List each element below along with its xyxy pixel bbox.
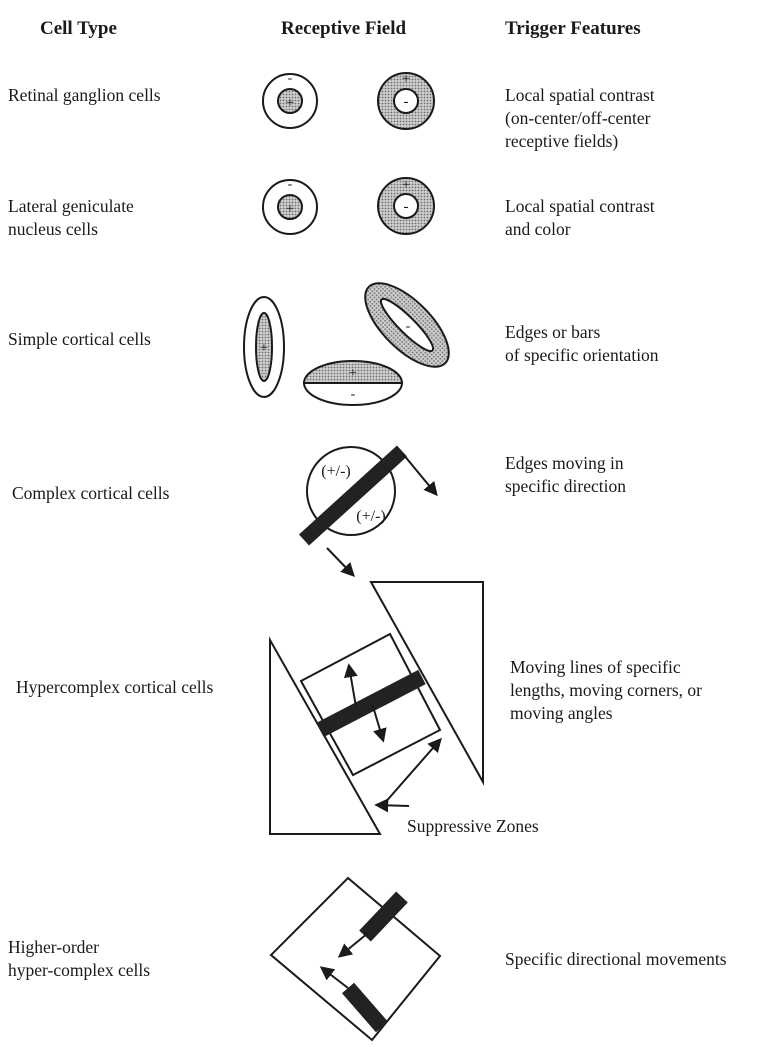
simple-horizontal-plus-sign: +: [349, 366, 357, 381]
lgn-on-surround-sign: -: [288, 177, 293, 192]
header-receptive-field: Receptive Field: [281, 18, 407, 39]
trigger-complex-cortical: Edges moving in specific direction: [505, 453, 626, 496]
header-trigger-features: Trigger Features: [505, 18, 641, 39]
simple-vertical-center-sign: +: [260, 341, 268, 356]
trigger-simple-cortical: Edges or bars of specific orientation: [505, 322, 659, 365]
header-cell-type: Cell Type: [40, 18, 117, 39]
suppressive-zones-label: Suppressive Zones: [407, 816, 539, 836]
simple-horizontal-field: [302, 360, 404, 406]
complex-lower-sign: (+/-): [356, 508, 385, 525]
trigger-retinal-ganglion: Local spatial contrast (on-center/off-ce…: [505, 85, 655, 151]
lgn-on-center-field: [262, 179, 318, 235]
cell-type-simple-cortical: Simple cortical cells: [8, 329, 151, 349]
simple-diagonal-center-sign: -: [406, 319, 411, 334]
cell-type-higher-order-hypercomplex: Higher-order hyper-complex cells: [8, 937, 151, 980]
complex-upper-sign: (+/-): [321, 463, 350, 480]
retinal-off-center-sign: -: [404, 94, 409, 110]
retinal-off-center-field: [377, 72, 435, 130]
trigger-hypercomplex-cortical: Moving lines of specific lengths, moving…: [510, 657, 702, 723]
trigger-lateral-geniculate: Local spatial contrast and color: [505, 196, 655, 239]
retinal-on-center-field: [262, 73, 318, 129]
cell-type-complex-cortical: Complex cortical cells: [12, 483, 170, 503]
higher-order-field: [269, 876, 442, 1042]
complex-cortical-field: [298, 445, 438, 578]
simple-diagonal-field: [364, 282, 450, 368]
cell-type-retinal-ganglion: Retinal ganglion cells: [8, 85, 161, 105]
cell-type-hypercomplex-cortical: Hypercomplex cortical cells: [16, 677, 214, 697]
retinal-on-center-sign: +: [286, 95, 294, 111]
simple-horizontal-minus-sign: -: [351, 387, 356, 402]
lgn-off-center-field: [377, 177, 435, 235]
simple-vertical-field: [243, 296, 285, 398]
lgn-off-surround-sign: +: [402, 177, 410, 193]
retinal-off-surround-sign: +: [402, 71, 410, 87]
cell-type-lateral-geniculate: Lateral geniculate nucleus cells: [8, 196, 134, 239]
trigger-higher-order-hypercomplex: Specific directional movements: [505, 949, 727, 969]
retinal-on-surround-sign: -: [288, 71, 293, 86]
hypercomplex-field: [269, 581, 484, 835]
lgn-off-center-sign: -: [404, 199, 409, 215]
lgn-on-center-sign: +: [286, 201, 294, 217]
